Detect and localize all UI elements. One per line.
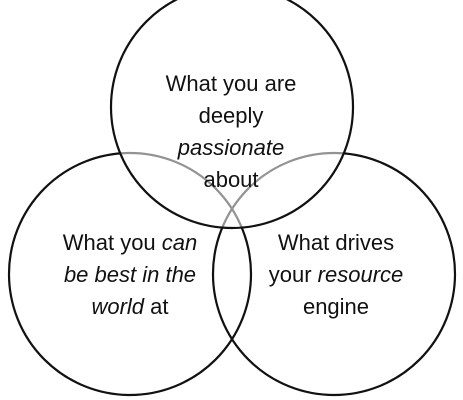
circle-left-label: What you can be best in the world at (30, 227, 230, 323)
label-line: passionate (130, 132, 332, 164)
label-text: at (144, 294, 169, 319)
label-line: deeply (130, 100, 332, 132)
label-line: be best in the (30, 259, 230, 291)
label-text-italic: be best in the (63, 262, 197, 287)
label-text-italic: resource (317, 262, 404, 287)
label-line: engine (240, 291, 432, 323)
label-text-italic: world (91, 294, 145, 319)
label-line: What you can (30, 227, 230, 259)
label-text: What you are (165, 71, 297, 96)
label-text-italic: passionate (177, 135, 285, 160)
label-line: about (130, 164, 332, 196)
label-line: your resource (240, 259, 432, 291)
label-text: your (268, 262, 318, 287)
label-text: about (203, 167, 259, 192)
circle-right-label: What drives your resource engine (240, 227, 432, 323)
label-text: engine (302, 294, 370, 319)
circle-top (109, 0, 355, 230)
label-line: world at (30, 291, 230, 323)
label-text-italic: can (161, 230, 198, 255)
label-line: What drives (240, 227, 432, 259)
label-text: deeply (198, 103, 264, 128)
circle-top-label: What you are deeply passionate about (130, 68, 332, 196)
label-text: What you (62, 230, 162, 255)
label-line: What you are (130, 68, 332, 100)
label-text: What drives (277, 230, 395, 255)
